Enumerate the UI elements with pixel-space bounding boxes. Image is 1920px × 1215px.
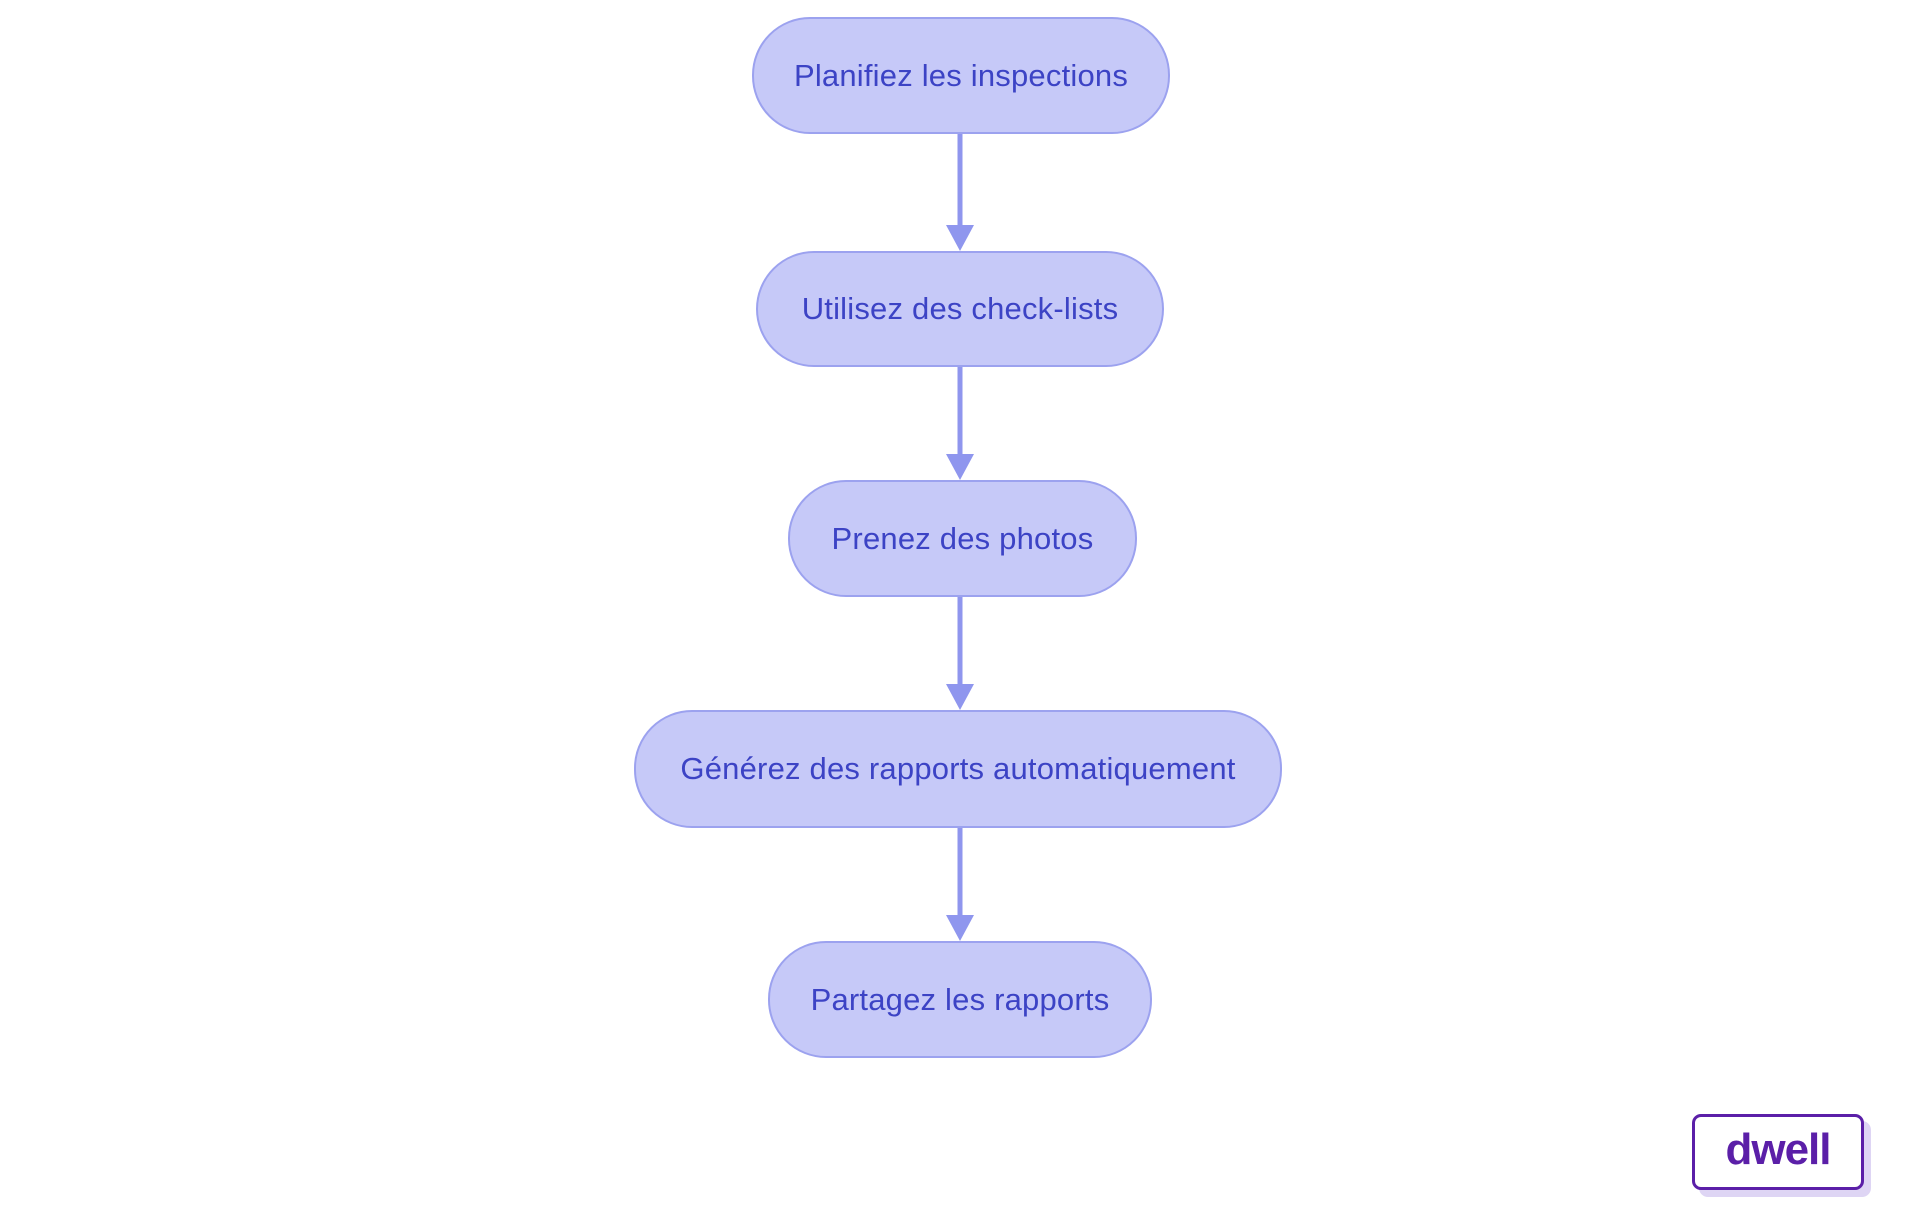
arrow-down-icon (945, 367, 975, 480)
flow-node-planifiez-inspections: Planifiez les inspections (752, 17, 1170, 134)
dwell-logo-text: dwell (1725, 1125, 1831, 1174)
flow-node-utilisez-check-lists: Utilisez des check-lists (756, 251, 1164, 367)
arrow-head (946, 225, 974, 251)
flow-node-generez-rapports: Générez des rapports automatiquement (634, 710, 1282, 828)
arrow-stem (957, 367, 963, 457)
flow-node-partagez-rapports: Partagez les rapports (768, 941, 1152, 1058)
flow-node-prenez-photos: Prenez des photos (788, 480, 1137, 597)
arrow-down-icon (945, 134, 975, 251)
arrow-stem (957, 597, 963, 687)
flow-node-label: Partagez les rapports (810, 981, 1110, 1017)
arrow-stem (957, 828, 963, 918)
dwell-logo: dwell (1692, 1114, 1864, 1190)
flow-node-label: Planifiez les inspections (793, 57, 1129, 93)
arrow-head (946, 454, 974, 480)
flow-node-label: Prenez des photos (831, 520, 1094, 556)
flow-node-label: Générez des rapports automatiquement (680, 751, 1236, 786)
arrow-down-icon (945, 828, 975, 941)
flow-node-label: Utilisez des check-lists (801, 291, 1119, 326)
arrow-down-icon (945, 597, 975, 710)
arrow-head (946, 915, 974, 941)
arrow-stem (957, 134, 963, 228)
arrow-head (946, 684, 974, 710)
